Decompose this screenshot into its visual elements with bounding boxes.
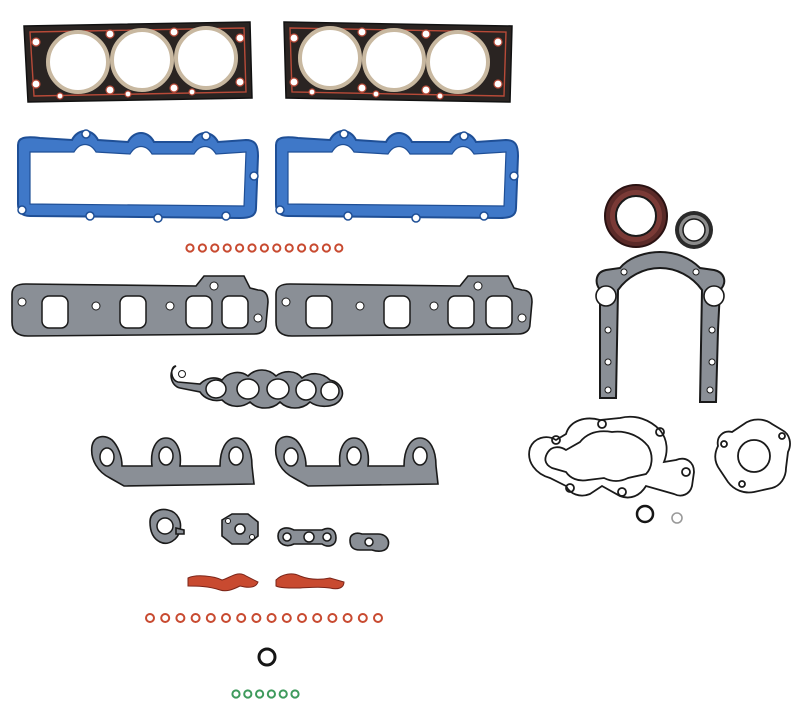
green-o-ring [243, 689, 253, 699]
valve-stem-seal [222, 243, 232, 253]
timing-cover-gasket [595, 250, 726, 403]
upper-intake-plenum-gasket [170, 365, 344, 409]
valve-stem-seal [145, 613, 155, 623]
green-o-ring [231, 689, 241, 699]
egr-tube-gasket [277, 527, 337, 547]
valve-stem-seals-top-row [185, 243, 344, 253]
valve-stem-seal [251, 613, 262, 623]
water-pump-gasket-small [714, 418, 791, 494]
crankshaft-front-seal [604, 184, 668, 248]
valve-stem-seal [235, 243, 245, 253]
valve-stem-seals-bottom-row [145, 613, 383, 623]
black-o-ring-large [257, 647, 277, 667]
oil-seal-small [675, 211, 713, 249]
valve-stem-seal [190, 613, 201, 623]
valve-stem-seal [236, 613, 247, 623]
valve-stem-seal [272, 243, 282, 253]
head-gasket-right [283, 21, 513, 103]
red-seal-strip-right [275, 573, 345, 590]
valve-stem-seal [210, 243, 220, 253]
green-o-rings-row [231, 689, 300, 699]
exhaust-manifold-gasket-right [274, 435, 439, 487]
valve-stem-seal [175, 613, 186, 623]
valve-stem-seal [297, 613, 307, 623]
valve-stem-seal [221, 613, 231, 623]
valve-stem-seal [284, 243, 294, 253]
green-o-ring [290, 689, 300, 699]
valve-stem-seal [321, 243, 331, 253]
valve-stem-seal [309, 243, 319, 253]
small-flange-gasket [349, 532, 390, 552]
valve-cover-gasket-right [275, 129, 520, 223]
water-pump-gasket-large [528, 415, 695, 499]
thermostat-gasket [149, 508, 185, 545]
valve-stem-seal [197, 243, 207, 253]
valve-stem-seal [297, 243, 307, 253]
valve-stem-seal [185, 243, 195, 253]
intake-manifold-gasket-right [275, 275, 533, 337]
valve-stem-seal [327, 613, 338, 623]
valve-stem-seal [373, 613, 383, 623]
black-o-ring-small [635, 504, 655, 524]
intake-manifold-gasket-left [11, 275, 269, 337]
egr-valve-gasket [221, 513, 259, 545]
valve-stem-seal [205, 613, 216, 623]
valve-stem-seal [247, 243, 257, 253]
valve-cover-gasket-left [17, 129, 260, 223]
valve-stem-seal [342, 613, 353, 623]
valve-stem-seal [266, 613, 277, 623]
head-gasket-left [23, 21, 253, 103]
red-seal-strip-left [187, 573, 259, 592]
valve-stem-seal [357, 613, 368, 623]
green-o-ring [266, 689, 276, 699]
grey-o-ring-small [671, 512, 683, 524]
valve-stem-seal [334, 243, 344, 253]
valve-stem-seal [259, 243, 269, 253]
green-o-ring [255, 689, 265, 699]
valve-stem-seal [160, 613, 171, 623]
green-o-ring [278, 689, 288, 699]
exhaust-manifold-gasket-left [90, 435, 255, 487]
valve-stem-seal [312, 613, 323, 623]
valve-stem-seal [281, 613, 292, 623]
